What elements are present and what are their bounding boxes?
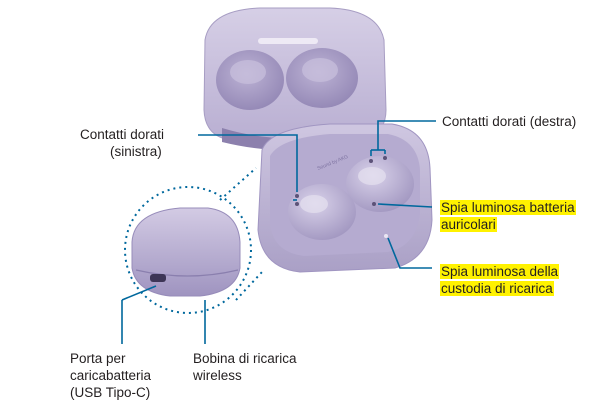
label-usb-port: Porta per caricabatteria (USB Tipo-C)	[70, 351, 152, 400]
earbud-led-dot	[372, 202, 376, 206]
leader-lines	[121, 120, 436, 344]
left-contact-dot	[295, 202, 299, 206]
usb-port	[150, 274, 166, 282]
case-lid	[203, 7, 387, 141]
label-wireless-coil: Bobina di ricarica wireless	[193, 351, 297, 383]
right-contact-dot	[383, 156, 387, 160]
label-earbud-led: Spia luminosa batteria auricolari	[440, 200, 576, 232]
label-right-contacts: Contatti dorati (destra)	[442, 114, 577, 129]
label-left-contacts: Contatti dorati (sinistra)	[80, 127, 165, 159]
case-led-dot	[384, 234, 388, 238]
right-contact-dot	[369, 159, 373, 163]
left-contact-dot	[295, 194, 299, 198]
case-base: Sound by AKG	[257, 123, 433, 273]
label-case-led: Spia luminosa della custodia di ricarica	[440, 264, 560, 296]
zoom-detail	[124, 186, 252, 314]
